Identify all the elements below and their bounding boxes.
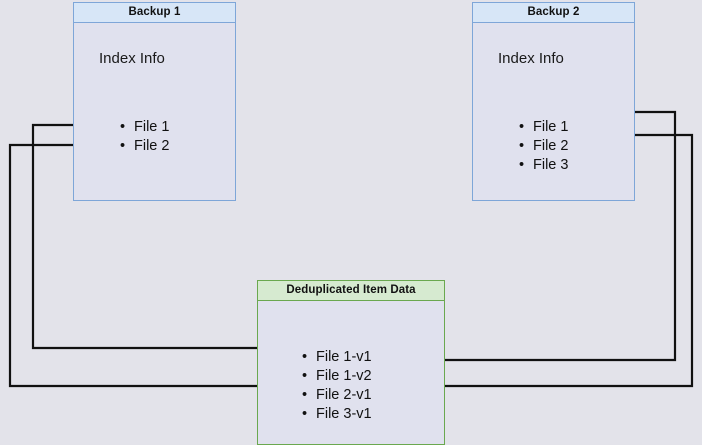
node-backup-2-header: Backup 2 [473, 3, 634, 23]
list-item: File 3-v1 [300, 405, 372, 424]
node-backup-2-file-list: File 1 File 2 File 3 [517, 118, 568, 175]
node-backup-2[interactable]: Backup 2 Index Info File 1 File 2 File 3 [472, 2, 635, 201]
node-backup-1[interactable]: Backup 1 Index Info File 1 File 2 [73, 2, 236, 201]
node-backup-1-header: Backup 1 [74, 3, 235, 23]
list-item: File 2-v1 [300, 386, 372, 405]
list-item: File 1-v1 [300, 348, 372, 367]
node-deduplicated-item-data-header: Deduplicated Item Data [258, 281, 444, 301]
node-deduplicated-item-data[interactable]: Deduplicated Item Data File 1-v1 File 1-… [257, 280, 445, 445]
node-backup-1-file-list: File 1 File 2 [118, 118, 169, 156]
node-backup-1-index-label: Index Info [99, 50, 165, 67]
node-deduplicated-item-data-list: File 1-v1 File 1-v2 File 2-v1 File 3-v1 [300, 348, 372, 424]
node-backup-2-index-label: Index Info [498, 50, 564, 67]
list-item: File 1 [517, 118, 568, 137]
node-deduplicated-item-data-body: File 1-v1 File 1-v2 File 2-v1 File 3-v1 [258, 301, 444, 444]
node-backup-1-body: Index Info File 1 File 2 [74, 23, 235, 200]
list-item: File 1 [118, 118, 169, 137]
node-backup-2-body: Index Info File 1 File 2 File 3 [473, 23, 634, 200]
list-item: File 2 [517, 137, 568, 156]
list-item: File 1-v2 [300, 367, 372, 386]
list-item: File 2 [118, 137, 169, 156]
list-item: File 3 [517, 156, 568, 175]
